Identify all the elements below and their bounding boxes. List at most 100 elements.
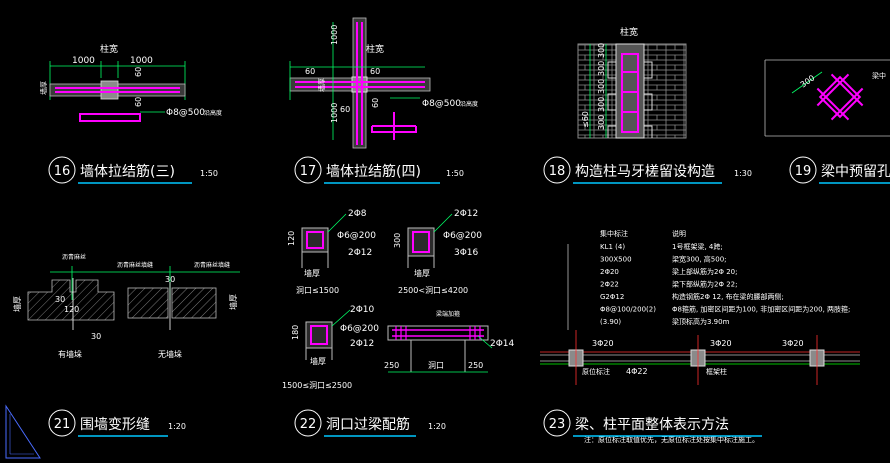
d18-dim-3: 300: [597, 79, 606, 94]
d22-d-hole: 洞口: [428, 360, 444, 370]
d17-dim-60a: 60: [305, 67, 315, 76]
triangle-mark-icon: [5, 404, 41, 459]
d22-b-stir: Φ6@200: [443, 231, 482, 241]
d16-dim-side1: 60: [134, 67, 143, 77]
d22-b-cond: 2500<洞口≤4200: [398, 285, 468, 295]
d18-dim-5: 300: [597, 115, 606, 130]
d23-label-left: 原位标注: [582, 367, 610, 376]
d19-dim: 300: [799, 73, 817, 89]
detail-number-circle: [48, 409, 76, 437]
d17-dim-60d: 60: [371, 98, 380, 108]
detail-title-text: 梁中预留孔: [821, 164, 890, 180]
detail-17: 柱宽 1000 1000 60 60 60 60 墙厚 Φ8@500 沿高度: [289, 17, 478, 149]
d17-top-label: 柱宽: [366, 43, 384, 55]
detail-title-text: 墙体拉结筋(四): [326, 163, 421, 180]
d16-dim-side2: 60: [134, 97, 143, 107]
detail-title-text: 洞口过梁配筋: [326, 416, 410, 433]
detail-scale: 1:30: [734, 169, 752, 178]
d22-a-cond: 洞口≤1500: [296, 285, 339, 295]
d22-b-wall: 墙厚: [414, 268, 430, 278]
d21-dim-30a: 30: [55, 295, 65, 304]
detail-number: 18: [549, 164, 566, 179]
detail-19: 300 梁中: [764, 59, 890, 137]
d21-note-left: 沥青麻丝填缝: [117, 261, 153, 269]
detail-number-circle: [789, 156, 817, 184]
d16-dim-right: 1000: [130, 56, 153, 66]
d22-a-dim: 120: [287, 231, 296, 246]
detail-scale: 1:20: [168, 422, 186, 431]
d21-caption-left: 有墙垛: [58, 349, 82, 359]
d16-top-label: 柱宽: [100, 43, 118, 55]
detail-22: 2Φ8 Φ6@200 2Φ12 120 墙厚 洞口≤1500 2Φ12 Φ6@2…: [282, 209, 515, 390]
d22-c-bot: 2Φ12: [350, 339, 374, 349]
d23-row-key: G2Φ12: [600, 293, 624, 301]
d18-top-label: 柱宽: [620, 26, 638, 38]
d22-c-wall: 墙厚: [310, 356, 326, 366]
d18-side-dim: ≤60: [581, 111, 590, 128]
detail-number: 22: [300, 417, 317, 432]
d23-row-desc: 梁宽300, 高500;: [672, 255, 727, 264]
d16-rebar-note: Φ8@500: [166, 108, 205, 118]
d21-dim-120: 120: [64, 305, 79, 314]
d23-row-key: (3.90): [600, 318, 621, 326]
detail-18: 柱宽 300 300 300 300 300 ≤60: [577, 26, 687, 139]
d23-head-right: 说明: [672, 229, 686, 238]
d23-bar-2: 3Φ20: [710, 339, 732, 348]
d17-rebar-note: Φ8@500: [422, 99, 461, 109]
d16-rebar-note-small: 沿高度: [204, 109, 222, 117]
d23-head-left: 集中标注: [600, 229, 628, 238]
d23-row-key: 2Φ22: [600, 281, 619, 289]
d22-d-dim2: 250: [468, 361, 483, 370]
d18-dim-1: 300: [597, 43, 606, 58]
detail-number: 21: [54, 417, 71, 432]
d22-d-dim1: 250: [384, 361, 399, 370]
d22-c-cond: 1500≤洞口≤2500: [282, 380, 352, 390]
detail-scale: 1:50: [200, 169, 218, 178]
d23-row-desc: 梁上部纵筋为2Φ 20;: [672, 267, 737, 276]
d22-a-bot: 2Φ12: [348, 248, 372, 258]
d18-dim-2: 300: [597, 61, 606, 76]
d23-row-desc: 构造钢筋2Φ 12, 布在梁的腰部两侧;: [672, 292, 784, 301]
d21-wall-left: 墙厚: [12, 296, 22, 312]
d22-b-dim: 300: [393, 233, 402, 248]
d19-note: 梁中: [872, 71, 886, 80]
d22-d-note: 梁端加箍: [436, 310, 460, 318]
detail-21: 沥青麻丝 沥青麻丝填缝 沥青麻丝填缝 30 120 30 墙厚 有墙垛 30 墙…: [12, 253, 240, 359]
d22-a-stir: Φ6@200: [337, 231, 376, 241]
d21-dim-30c: 30: [165, 275, 175, 284]
d23-row-key: Φ8@100/200(2): [600, 306, 656, 314]
detail-number-circle: [294, 409, 322, 437]
d22-c-stir: Φ6@200: [340, 324, 379, 334]
d22-b-top: 2Φ12: [454, 209, 478, 219]
detail-number-circle: [48, 156, 76, 184]
d23-bottom-bar: 4Φ22: [626, 367, 648, 376]
d23-row-desc: 梁下部纵筋为2Φ 22;: [672, 280, 737, 289]
d21-note-right: 沥青麻丝填缝: [194, 261, 230, 269]
d21-dim-30b: 30: [91, 332, 101, 341]
d18-dim-4: 300: [597, 97, 606, 112]
detail-title-text: 梁、柱平面整体表示方法: [575, 417, 729, 433]
detail-title-text: 墙体拉结筋(三): [80, 163, 175, 180]
detail-scale: 1:50: [446, 169, 464, 178]
d23-footnote: 注：原位标注取值优先，无原位标注处按集中标注施工。: [584, 435, 759, 444]
d22-d-bar: 2Φ14: [490, 339, 515, 349]
detail-number: 19: [795, 164, 812, 179]
d23-row-desc: Φ8箍筋, 加密区间距为100, 非加密区间距为200, 两肢箍;: [672, 305, 850, 314]
d17-rebar-note-small: 沿高度: [460, 100, 478, 108]
d23-row-key: KL1 (4): [600, 243, 625, 251]
d17-dim-60b: 60: [370, 67, 380, 76]
detail-16: 柱宽 1000 1000 墙厚 60 60 Φ8@500 沿高度: [39, 43, 222, 122]
detail-title-text: 围墙变形缝: [80, 417, 150, 433]
d16-dim-left: 1000: [72, 56, 95, 66]
d17-dim-top2: 1000: [330, 103, 339, 123]
d22-c-dim: 180: [291, 325, 300, 340]
detail-number-circle: [543, 156, 571, 184]
